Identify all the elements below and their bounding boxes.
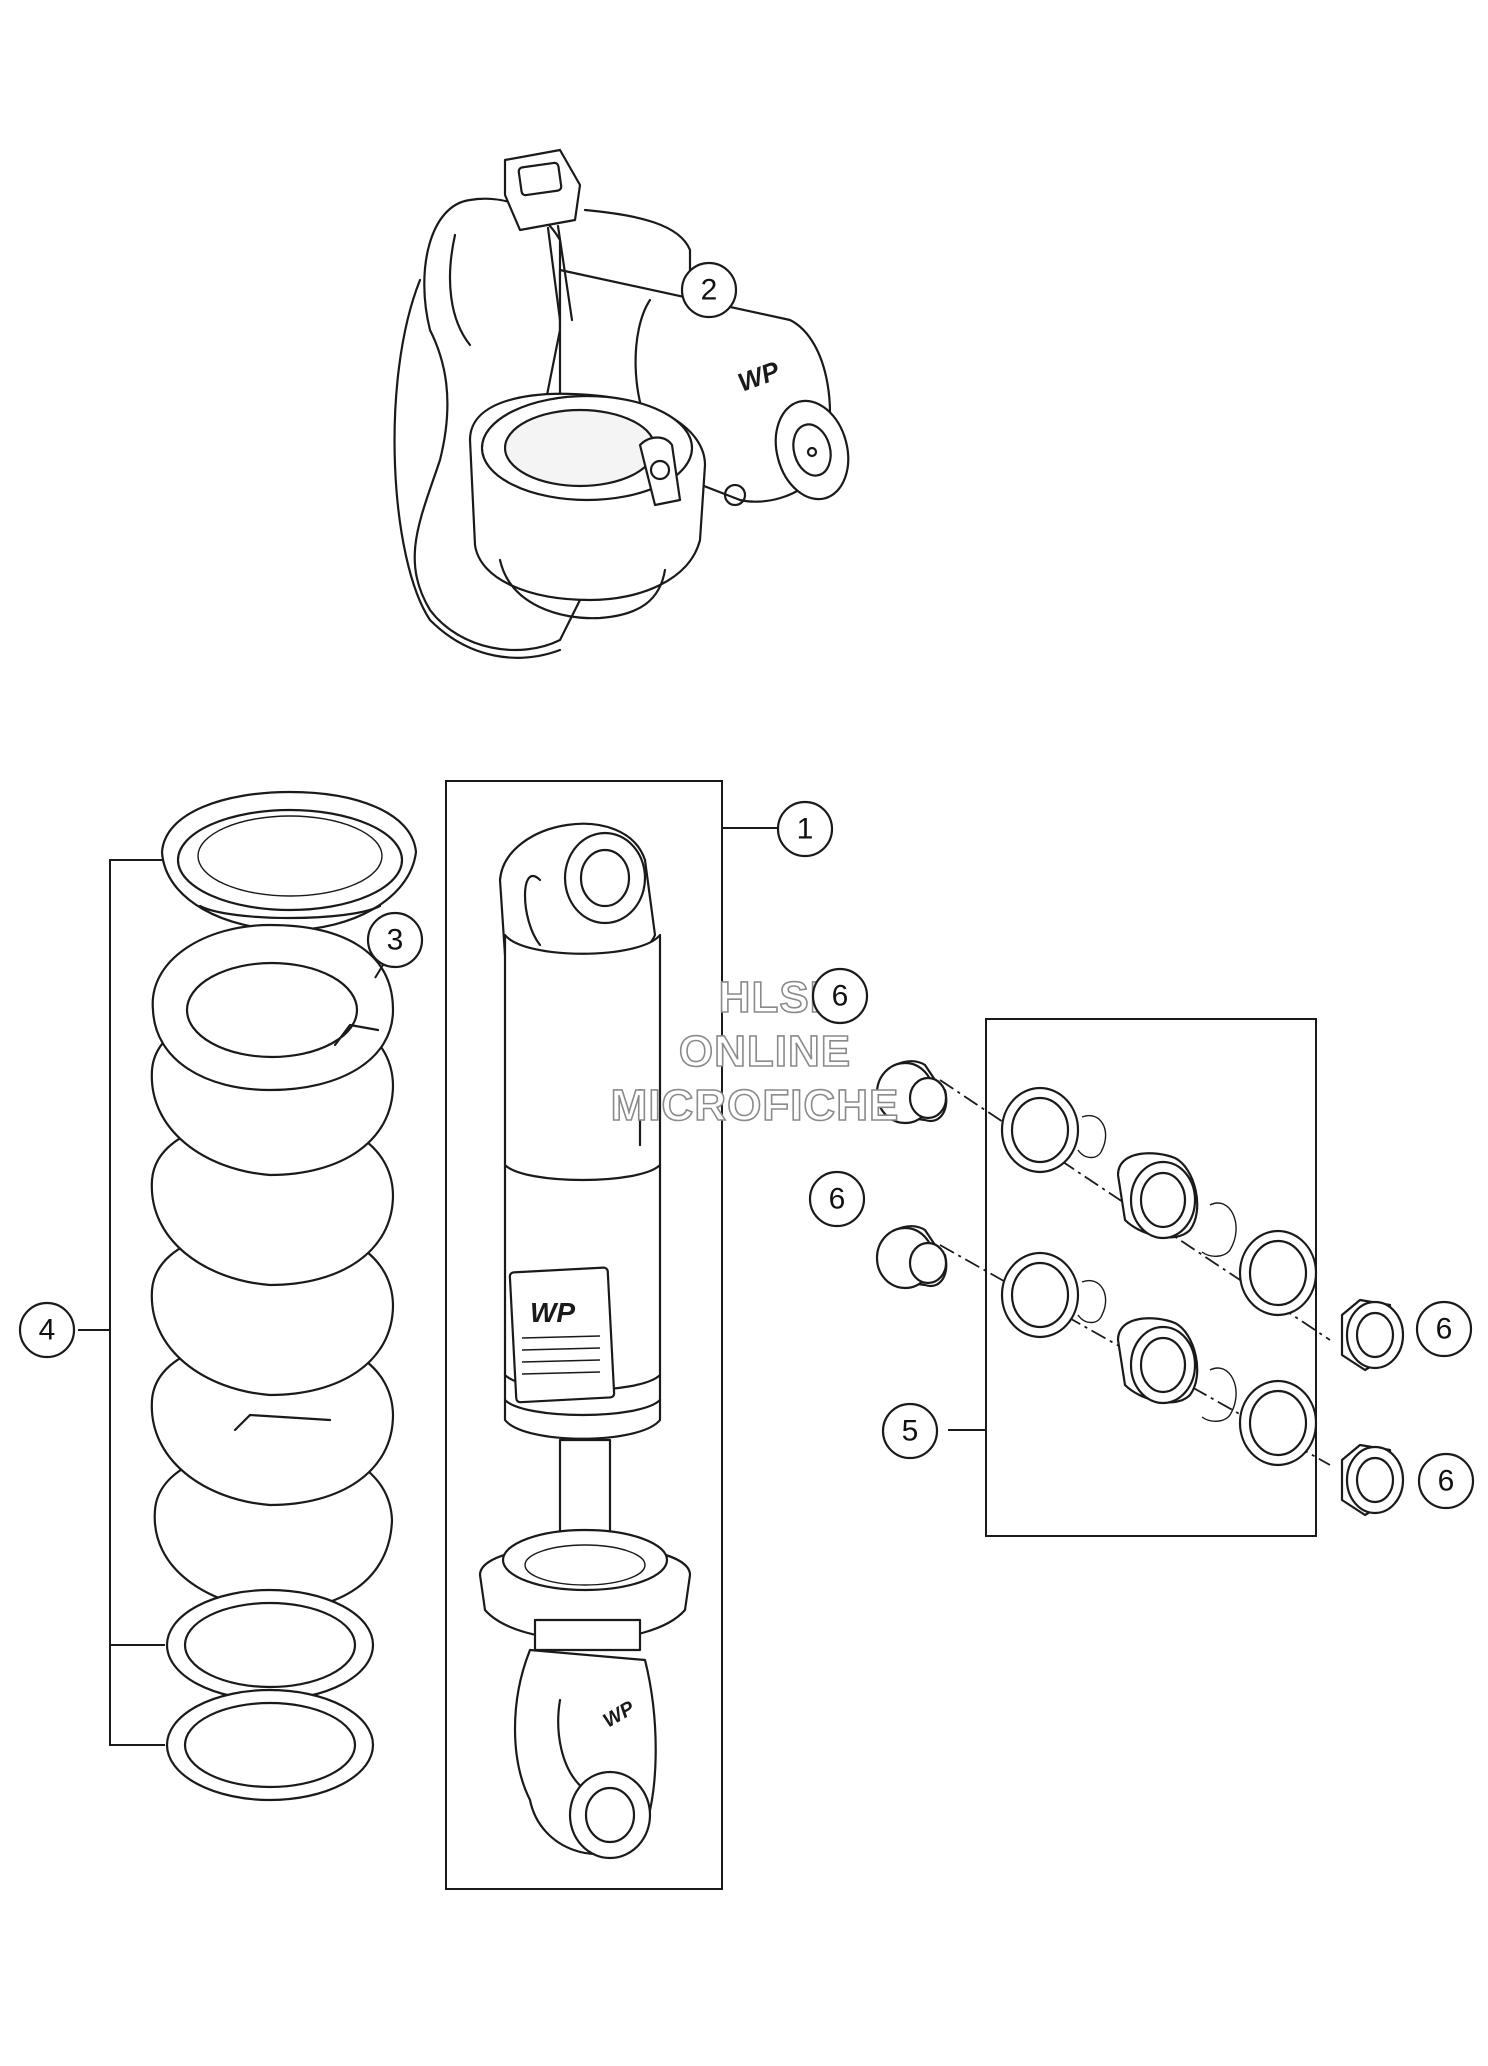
callout-3-label: 3 — [387, 924, 404, 957]
bracket-4 — [109, 859, 165, 1746]
frame-part-1 — [445, 780, 723, 1890]
callout-5-label: 5 — [902, 1415, 919, 1448]
callout-4[interactable]: 4 — [18, 1301, 76, 1359]
callout-4-label: 4 — [39, 1314, 56, 1347]
callout-6-lower-right[interactable]: 6 — [1417, 1452, 1475, 1510]
callout-6-lower-left[interactable]: 6 — [808, 1170, 866, 1228]
callout-1[interactable]: 1 — [776, 800, 834, 858]
spring-seat-top — [160, 790, 418, 932]
watermark-line-2: ONLINE — [679, 1027, 851, 1076]
callout-1-label: 1 — [797, 813, 814, 846]
callout-6-upper-right[interactable]: 6 — [1415, 1300, 1473, 1358]
brand-logo-shock: WP — [530, 1297, 575, 1328]
part-4-spring-kit — [78, 790, 418, 1802]
watermark-line-3: MICROFICHE — [611, 1081, 900, 1130]
part-3-spring — [150, 923, 395, 1612]
part-2-adjuster-assembly: WP — [393, 148, 850, 659]
callout-6-upper-left[interactable]: 6 — [811, 967, 869, 1025]
part-6-bushing-upper-right — [1340, 1298, 1405, 1372]
callout-6a-label: 6 — [832, 980, 849, 1013]
part-1-shock-absorber: WP WP — [445, 780, 778, 1890]
shim-washer-1 — [165, 1588, 375, 1702]
callout-6d-label: 6 — [1438, 1465, 1455, 1498]
part-6-bushing-lower-left — [875, 1225, 948, 1290]
upper-bearing-row — [1000, 1086, 1318, 1317]
callout-2[interactable]: 2 — [680, 261, 738, 319]
callout-6b-label: 6 — [829, 1183, 846, 1216]
part-6-bushing-lower-right — [1340, 1443, 1405, 1517]
shim-washer-2 — [165, 1688, 375, 1802]
part-6-bushing-upper-left — [875, 1060, 948, 1125]
callout-5[interactable]: 5 — [881, 1402, 939, 1460]
lower-bearing-row — [1000, 1251, 1318, 1467]
callout-3[interactable]: 3 — [366, 911, 424, 979]
part-5-bearing-kit — [939, 1018, 1331, 1537]
callout-6c-label: 6 — [1436, 1313, 1453, 1346]
callout-2-label: 2 — [701, 274, 718, 307]
